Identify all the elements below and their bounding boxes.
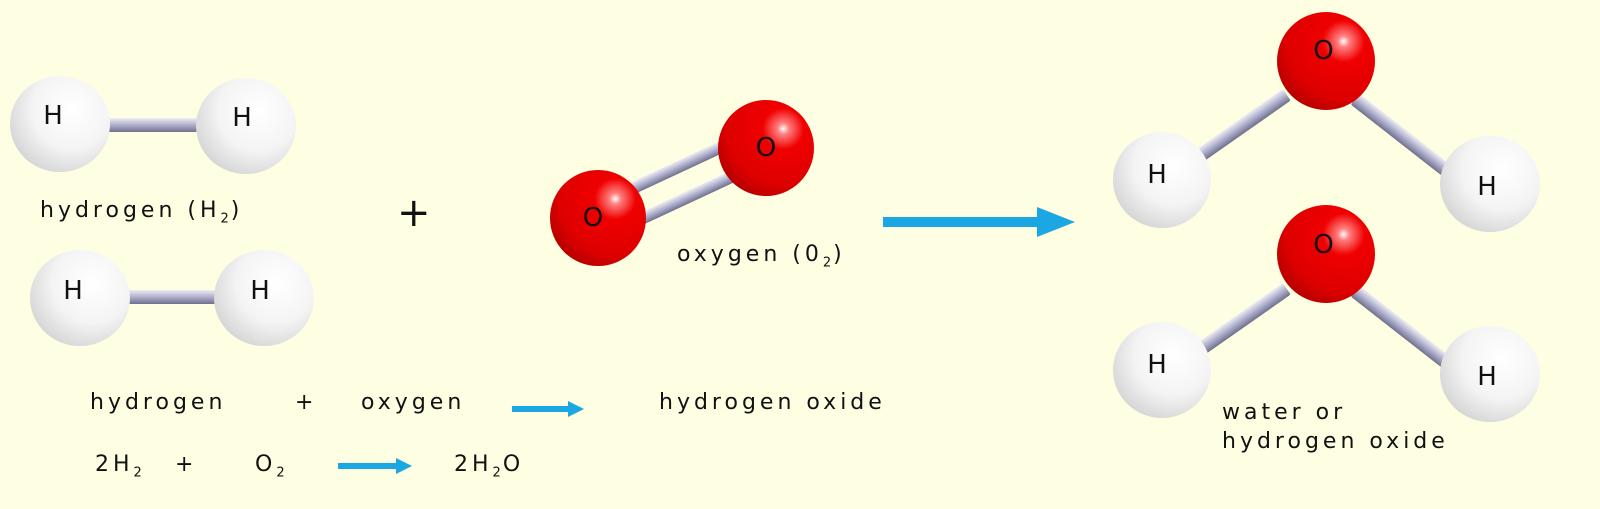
o-h-bond	[1190, 283, 1291, 359]
formula-product-h2o: 2H2O	[454, 452, 525, 481]
hydrogen-atom: H	[1440, 136, 1540, 232]
formula-reactant-h2: 2H2	[95, 452, 144, 481]
formula-reactant-o2: O2	[255, 452, 287, 481]
hydrogen-atom: H	[1113, 132, 1211, 228]
hydrogen-atom: H	[10, 76, 110, 172]
h-h-bond	[100, 118, 210, 132]
plus-sign: +	[397, 190, 431, 236]
formula-plus: +	[175, 452, 198, 477]
word-reactant-oxygen: oxygen	[361, 390, 466, 415]
o-h-bond	[1350, 93, 1454, 179]
oxygen-atom: O	[1277, 205, 1375, 303]
word-plus: +	[295, 390, 318, 415]
hydrogen-atom: H	[196, 78, 296, 174]
water-label: water or hydrogen oxide	[1222, 400, 1449, 454]
hydrogen-atom: H	[1440, 326, 1540, 422]
hydrogen-atom: H	[30, 250, 130, 346]
hydrogen-atom: H	[214, 250, 314, 346]
h-h-bond	[120, 290, 230, 304]
word-reactant-hydrogen: hydrogen	[90, 390, 227, 415]
hydrogen-atom: H	[1113, 322, 1211, 418]
word-product: hydrogen oxide	[659, 390, 886, 415]
o-h-bond	[1350, 285, 1454, 371]
oxygen-label: oxygen (02)	[677, 242, 846, 271]
oxygen-atom: O	[550, 170, 646, 266]
oxygen-atom: O	[1277, 12, 1375, 110]
oxygen-atom: O	[718, 100, 814, 196]
o-h-bond	[1190, 89, 1291, 165]
hydrogen-label: hydrogen (H2)	[40, 198, 244, 227]
